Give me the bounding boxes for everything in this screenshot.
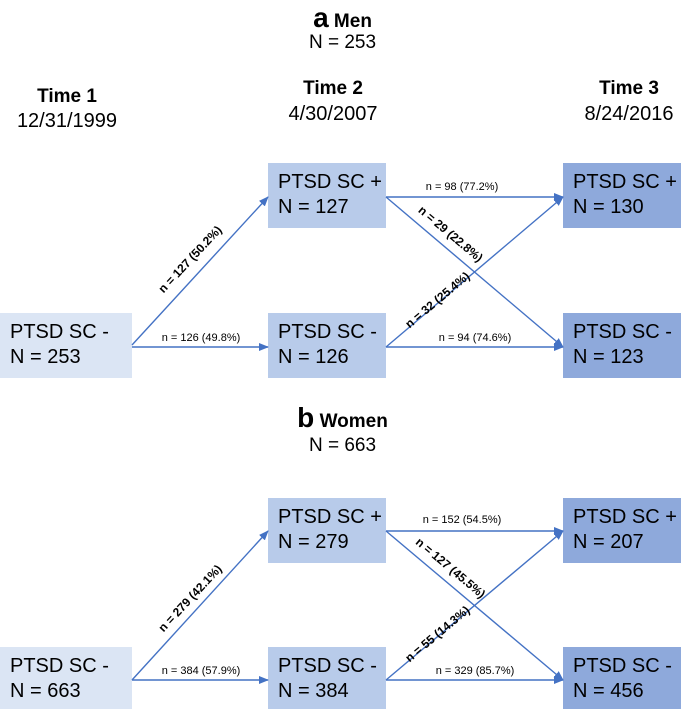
men-time1-status: PTSD SC - [10, 321, 109, 343]
men-flow-t1-to-neg-label: n = 126 (49.8%) [162, 332, 241, 344]
men-time3-neg-count: N = 123 [573, 346, 644, 368]
women-time2-pos-count: N = 279 [278, 531, 349, 553]
men-time2-pos-status: PTSD SC + [278, 171, 382, 193]
men-time1-count: N = 253 [10, 346, 81, 368]
time1-date: 12/31/1999 [16, 110, 118, 132]
men-time3-pos-status: PTSD SC + [573, 171, 677, 193]
women-time1-box: PTSD SC - N = 663 [0, 647, 132, 709]
women-time1-count: N = 663 [10, 680, 81, 702]
men-time2-neg-status: PTSD SC - [278, 321, 377, 343]
panel-a-title: a Men [0, 2, 685, 34]
women-time3-neg-status: PTSD SC - [573, 655, 672, 677]
panel-a-letter: a [313, 2, 329, 33]
men-time1-box: PTSD SC - N = 253 [0, 313, 132, 378]
panel-b-letter: b [297, 402, 315, 433]
women-flow-neg-to-neg-label: n = 329 (85.7%) [436, 665, 515, 677]
men-time2-pos-box: PTSD SC + N = 127 [268, 163, 386, 228]
women-time1-status: PTSD SC - [10, 655, 109, 677]
men-time3-neg-status: PTSD SC - [573, 321, 672, 343]
women-time3-pos-count: N = 207 [573, 531, 644, 553]
men-flow-neg-to-pos-label: n = 32 (25.4%) [402, 269, 472, 331]
women-time2-neg-status: PTSD SC - [278, 655, 377, 677]
women-time2-pos-box: PTSD SC + N = 279 [268, 498, 386, 563]
panel-a-name: Men [333, 11, 372, 32]
time3-label: Time 3 [599, 78, 659, 99]
women-time2-neg-count: N = 384 [278, 680, 349, 702]
men-flow-pos-to-neg-label: n = 29 (22.8%) [416, 203, 486, 265]
time1-label: Time 1 [37, 86, 97, 107]
women-flow-pos-to-neg-label: n = 127 (45.5%) [413, 535, 488, 601]
men-arrow-t1-to-pos [131, 196, 269, 346]
women-time3-neg-count: N = 456 [573, 680, 644, 702]
men-flow-pos-to-pos-label: n = 98 (77.2%) [426, 181, 498, 193]
women-time3-pos-box: PTSD SC + N = 207 [563, 498, 681, 563]
women-arrow-neg-to-pos [385, 530, 564, 681]
panel-b-title: b Women [0, 402, 685, 434]
women-time2-neg-box: PTSD SC - N = 384 [268, 647, 386, 709]
men-time2-neg-box: PTSD SC - N = 126 [268, 313, 386, 378]
women-time3-pos-status: PTSD SC + [573, 506, 677, 528]
men-time3-pos-count: N = 130 [573, 196, 644, 218]
panel-b-total: N = 663 [308, 435, 377, 456]
women-time3-neg-box: PTSD SC - N = 456 [563, 647, 681, 709]
time3-date: 8/24/2016 [584, 103, 674, 125]
men-arrow-neg-to-pos [385, 196, 564, 348]
men-time3-neg-box: PTSD SC - N = 123 [563, 313, 681, 378]
men-flow-t1-to-pos-label: n = 127 (50.2%) [155, 223, 224, 296]
panel-b-name: Women [319, 411, 388, 432]
time2-date: 4/30/2007 [288, 103, 378, 125]
women-flow-pos-to-pos-label: n = 152 (54.5%) [423, 514, 502, 526]
women-flow-t1-to-pos-label: n = 279 (42.1%) [155, 562, 224, 635]
men-time3-pos-box: PTSD SC + N = 130 [563, 163, 681, 228]
women-flow-neg-to-pos-label: n = 55 (14.3%) [402, 603, 472, 665]
men-flow-neg-to-neg-label: n = 94 (74.6%) [439, 332, 511, 344]
women-time2-pos-status: PTSD SC + [278, 506, 382, 528]
men-time2-neg-count: N = 126 [278, 346, 349, 368]
men-time2-pos-count: N = 127 [278, 196, 349, 218]
panel-a-total: N = 253 [308, 32, 377, 53]
time2-label: Time 2 [303, 78, 363, 99]
women-arrow-t1-to-pos [131, 530, 269, 681]
women-flow-t1-to-neg-label: n = 384 (57.9%) [162, 665, 241, 677]
